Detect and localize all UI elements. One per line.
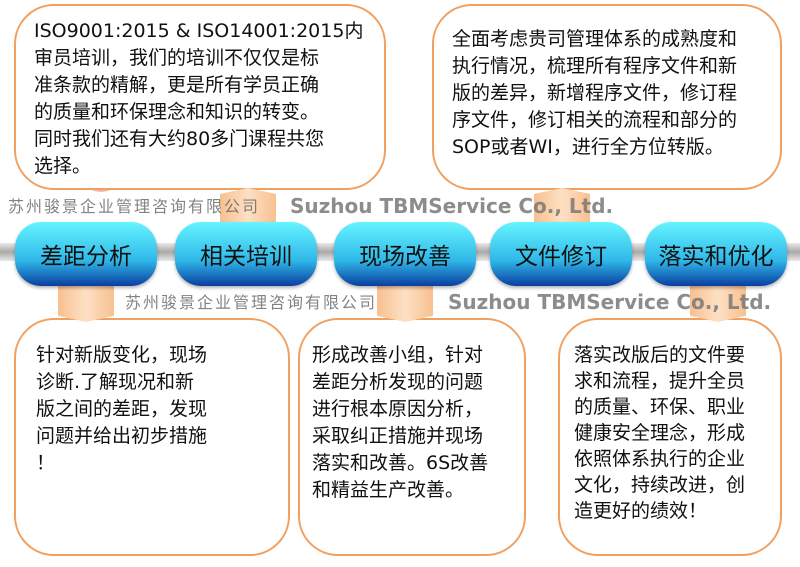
text-line: 版之间的差距，发现 — [36, 398, 208, 420]
text-line: ！ — [36, 452, 56, 474]
text-line: 和精益生产改善。 — [312, 479, 465, 501]
gap-box: 针对新版变化，现场 诊断.了解现况和新 版之间的差距，发现 问题并给出初步措施 … — [14, 318, 290, 556]
text-line: 文化，持续改进，创 — [574, 474, 746, 496]
text-line: 审员培训，我们的培训不仅仅是标 — [34, 47, 320, 69]
arrow-down-gap — [58, 280, 114, 322]
arrow-down-improve — [377, 280, 433, 322]
text-line: 采取纠正措施并现场 — [312, 425, 484, 447]
text-line: 形成改善小组，针对 — [312, 344, 484, 366]
watermark-cn: 苏州骏景企业管理咨询有限公司 — [8, 197, 261, 216]
arrow-up-training — [220, 188, 276, 228]
text-line: 准条款的精解，更是所有学员正确 — [34, 74, 320, 96]
improve-box: 形成改善小组，针对 差距分析发现的问题 进行根本原因分析， 采取纠正措施并现场 … — [298, 318, 526, 556]
text-line: 依照体系执行的企业 — [574, 448, 746, 470]
text-line: 版的差异，新增程序文件，修订程 — [452, 82, 738, 104]
text-line: 造更好的绩效！ — [574, 500, 708, 522]
text-line: 诊断.了解现况和新 — [36, 371, 195, 393]
text-line: 的质量和环保理念和知识的转变。 — [34, 101, 320, 123]
step-gap-analysis: 差距分析 — [15, 222, 157, 286]
text-line: 落实改版后的文件要 — [574, 344, 746, 366]
watermark-en: Suzhou TBMService Co., Ltd. — [290, 194, 614, 218]
watermark-en-2: Suzhou TBMService Co., Ltd. — [448, 290, 772, 314]
text-line: 求和流程，提升全员 — [574, 370, 746, 392]
text-line: 序文件，修订相关的流程和部分的 — [452, 109, 738, 131]
text-line: 进行根本原因分析， — [312, 398, 484, 420]
text-line: 执行情况，梳理所有程序文件和新 — [452, 55, 738, 77]
step-training: 相关培训 — [175, 222, 317, 286]
step-document-revision: 文件修订 — [490, 222, 632, 286]
revision-box: 全面考虑贵司管理体系的成熟度和 执行情况，梳理所有程序文件和新 版的差异，新增程… — [432, 4, 782, 190]
text-line: 全面考虑贵司管理体系的成熟度和 — [452, 28, 738, 50]
training-box: ISO9001:2015 & ISO14001:2015内 审员培训，我们的培训… — [14, 4, 386, 190]
text-line: 同时我们还有大约80多门课程共您 — [34, 128, 325, 150]
step-implement-optimize: 落实和优化 — [645, 222, 787, 286]
text-line: 的质量、环保、职业 — [574, 396, 746, 418]
arrow-down-optimize — [690, 280, 746, 322]
text-line: 健康安全理念，形成 — [574, 422, 746, 444]
step-site-improvement: 现场改善 — [334, 222, 476, 286]
text-line: 落实和改善。6S改善 — [312, 452, 489, 474]
arrow-up-revision — [534, 188, 590, 228]
text-line: SOP或者WI，进行全方位转版。 — [452, 136, 724, 158]
text-line: 差距分析发现的问题 — [312, 371, 484, 393]
text-line: 针对新版变化，现场 — [36, 344, 208, 366]
text-line: 选择。 — [34, 155, 92, 177]
optimize-box: 落实改版后的文件要 求和流程，提升全员 的质量、环保、职业 健康安全理念，形成 … — [558, 318, 782, 556]
text-line: 问题并给出初步措施 — [36, 425, 208, 447]
text-line: ISO9001:2015 & ISO14001:2015内 — [34, 20, 364, 42]
watermark-cn-2: 苏州骏景企业管理咨询有限公司 — [125, 293, 378, 312]
